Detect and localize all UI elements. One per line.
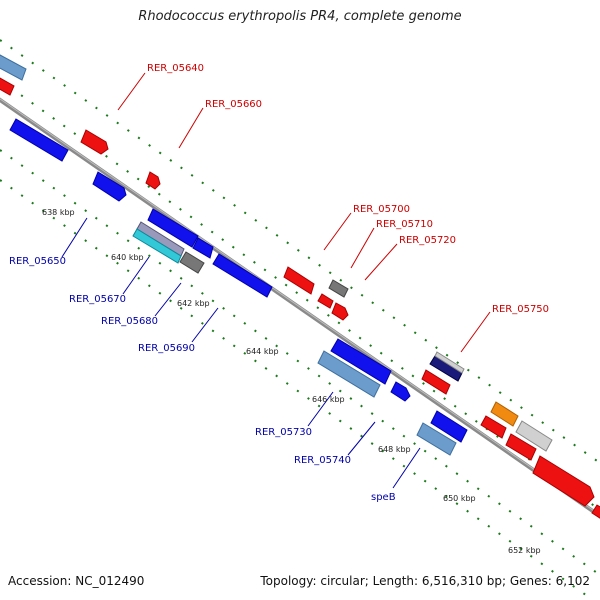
leader-line <box>350 227 375 269</box>
gene-arrow[interactable] <box>317 293 334 309</box>
leader-line <box>460 311 491 353</box>
dotted-guides <box>0 39 600 600</box>
leader-line <box>61 217 88 258</box>
gene-arrow[interactable] <box>532 455 595 507</box>
gene-arrow[interactable] <box>591 504 600 522</box>
gene-arrow[interactable] <box>505 433 537 461</box>
leader-line <box>191 307 219 343</box>
gene-label-speb[interactable]: speB <box>371 492 396 503</box>
dotted-guide-line <box>0 39 600 464</box>
forward-gene-labels: RER_05640 RER_05660 RER_05700 RER_05710 … <box>147 63 549 315</box>
genome-backbone <box>0 97 600 519</box>
gene-arrow[interactable] <box>515 420 553 452</box>
leader-line <box>154 282 182 317</box>
gene-arrow[interactable] <box>480 415 507 439</box>
gene-arrow[interactable] <box>192 237 214 259</box>
leader-line <box>178 107 204 149</box>
gene-label-rer-05710[interactable]: RER_05710 <box>376 219 433 230</box>
gene-label-rer-05640[interactable]: RER_05640 <box>147 63 204 74</box>
gene-arrow[interactable] <box>416 422 457 456</box>
gene-arrow[interactable] <box>317 350 381 398</box>
gene-arrow[interactable] <box>0 77 15 96</box>
dotted-guide-line <box>0 149 600 576</box>
gene-label-rer-05700[interactable]: RER_05700 <box>353 204 410 215</box>
gene-arrow[interactable] <box>9 118 69 162</box>
position-tick-labels: 638 kbp 640 kbp 642 kbp 644 kbp 646 kbp … <box>42 208 541 555</box>
gene-label-rer-05690[interactable]: RER_05690 <box>138 343 195 354</box>
gene-arrow[interactable] <box>0 54 27 81</box>
gene-arrow[interactable] <box>430 410 468 443</box>
gene-arrow[interactable] <box>434 351 465 374</box>
gene-label-rer-05740[interactable]: RER_05740 <box>294 455 351 466</box>
gene-arrow[interactable] <box>80 129 109 155</box>
gene-arrow[interactable] <box>147 208 199 248</box>
gene-arrow[interactable] <box>179 251 205 274</box>
tick-label: 644 kbp <box>246 347 279 356</box>
gene-arrow[interactable] <box>132 228 182 264</box>
leader-line <box>347 421 376 456</box>
gene-label-rer-05730[interactable]: RER_05730 <box>255 427 312 438</box>
tick-label: 648 kbp <box>378 445 411 454</box>
gene-arrow[interactable] <box>145 171 161 190</box>
gene-arrow[interactable] <box>490 401 519 427</box>
reverse-strand-genes <box>9 118 468 456</box>
gene-label-rer-05680[interactable]: RER_05680 <box>101 316 158 327</box>
tick-label: 652 kbp <box>508 546 541 555</box>
forward-strand-genes <box>0 54 600 522</box>
leader-line <box>307 391 334 427</box>
tick-label: 640 kbp <box>111 253 144 262</box>
leader-line <box>392 447 421 489</box>
gene-label-rer-05660[interactable]: RER_05660 <box>205 99 262 110</box>
gene-arrow[interactable] <box>330 338 392 385</box>
tick-label: 642 kbp <box>177 299 210 308</box>
gene-arrow[interactable] <box>328 279 349 298</box>
gene-arrow[interactable] <box>92 171 127 202</box>
gene-label-rer-05750[interactable]: RER_05750 <box>492 304 549 315</box>
label-leaders <box>61 72 491 489</box>
tick-label: 646 kbp <box>312 395 345 404</box>
reverse-gene-labels: RER_05650 RER_05670 RER_05680 RER_05690 … <box>9 256 396 503</box>
dotted-guide-line <box>0 179 595 600</box>
leader-line <box>117 72 146 111</box>
gene-arrow[interactable] <box>283 266 315 295</box>
gene-label-rer-05650[interactable]: RER_05650 <box>9 256 66 267</box>
gene-label-rer-05670[interactable]: RER_05670 <box>69 294 126 305</box>
tick-label: 638 kbp <box>42 208 75 217</box>
gene-label-rer-05720[interactable]: RER_05720 <box>399 235 456 246</box>
genome-stats-text: Topology: circular; Length: 6,516,310 bp… <box>260 574 590 588</box>
map-title: Rhodococcus erythropolis PR4, complete g… <box>138 9 462 24</box>
gene-arrow[interactable] <box>421 369 451 395</box>
accession-text: Accession: NC_012490 <box>8 574 145 588</box>
gene-arrow[interactable] <box>390 381 411 402</box>
gene-arrow[interactable] <box>331 302 349 321</box>
gene-arrow[interactable] <box>212 253 273 298</box>
tick-label: 650 kbp <box>443 494 476 503</box>
leader-line <box>364 243 398 281</box>
leader-line <box>323 212 352 251</box>
leader-line <box>122 256 150 295</box>
